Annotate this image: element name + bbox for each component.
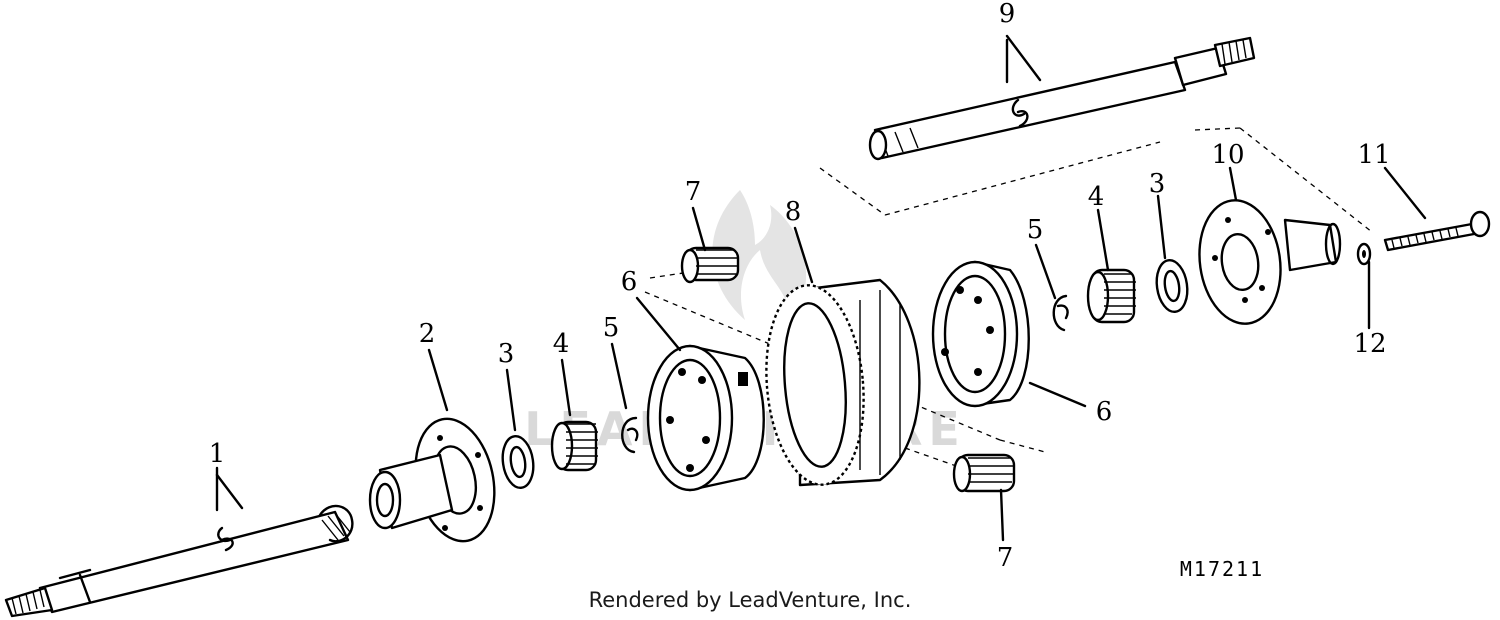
planet-carrier-left — [646, 344, 765, 492]
callout-5-right: 5 — [1027, 215, 1044, 245]
callout-4-left: 4 — [553, 329, 570, 359]
callout-3-left: 3 — [498, 339, 515, 369]
callout-7-top: 7 — [685, 177, 702, 207]
callout-6-left: 6 — [621, 267, 638, 297]
pinion-gear-right — [1086, 268, 1136, 324]
callout-11: 11 — [1357, 140, 1390, 170]
washer-left — [501, 434, 535, 490]
callout-8: 8 — [785, 197, 802, 227]
snap-ring-left — [621, 416, 639, 454]
callout-12: 12 — [1353, 329, 1386, 359]
shaft-upper — [868, 36, 1256, 161]
render-credit: Rendered by LeadVenture, Inc. — [588, 588, 912, 612]
washer-right — [1155, 258, 1189, 314]
planet-gear-top — [680, 246, 740, 284]
shaft-lower — [4, 504, 354, 618]
callout-3-right: 3 — [1149, 169, 1166, 199]
callout-6-right: 6 — [1096, 397, 1113, 427]
callout-5-left: 5 — [603, 313, 620, 343]
callout-9: 9 — [999, 0, 1016, 29]
hub-upper — [1198, 199, 1342, 325]
lock-washer — [1356, 242, 1372, 266]
pinion-gear-left — [550, 420, 598, 472]
leader-lines — [215, 34, 1427, 542]
callouts: 1 2 3 4 5 6 7 8 9 5 4 3 10 11 12 6 7 — [209, 0, 1391, 573]
callout-10: 10 — [1211, 140, 1244, 170]
planet-gear-bottom — [952, 453, 1016, 493]
bolt — [1383, 210, 1491, 252]
callout-7-bottom: 7 — [997, 543, 1014, 573]
planet-carrier-right — [931, 260, 1030, 408]
callout-2: 2 — [419, 319, 436, 349]
snap-ring-right — [1052, 294, 1069, 332]
figure-code: M17211 — [1180, 557, 1264, 581]
callout-4-right: 4 — [1088, 182, 1105, 212]
hub-flange — [368, 417, 496, 543]
callout-1: 1 — [209, 439, 226, 469]
ring-gear — [765, 278, 921, 487]
